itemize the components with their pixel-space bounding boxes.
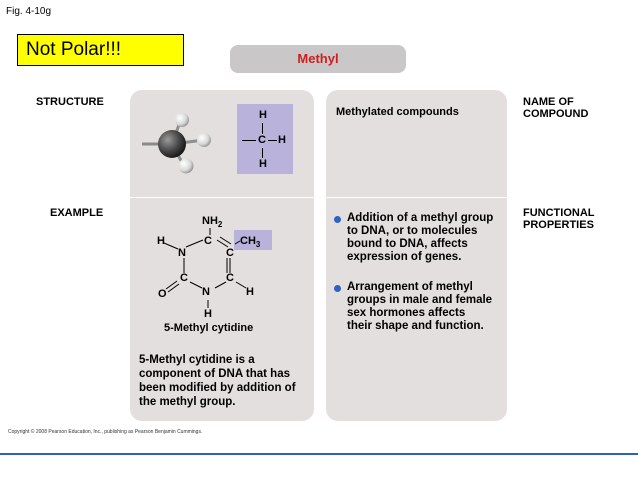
functional-properties-line1: FUNCTIONAL (523, 207, 595, 219)
example-label: EXAMPLE (50, 207, 104, 219)
property-line: sex hormones affects (347, 307, 466, 319)
atom-h-bottom: H (204, 308, 212, 320)
functional-properties-label: FUNCTIONAL PROPERTIES (523, 207, 595, 231)
methyl-structural-formula: H C H H (237, 104, 293, 174)
property-item-2: Arrangement of methyl groups in male and… (347, 281, 492, 333)
structure-label: STRUCTURE (36, 96, 104, 108)
formula-right-h: H (278, 134, 286, 146)
hydrogen-atom (178, 158, 194, 174)
name-of-compound-label: NAME OF COMPOUND (523, 96, 588, 120)
bond-line (262, 123, 263, 134)
property-line: their shape and function. (347, 320, 484, 332)
formula-bottom-h: H (259, 158, 267, 170)
bottom-rule (0, 453, 638, 455)
functional-group-header: Methyl (230, 45, 406, 73)
atom-h-right: H (246, 286, 254, 298)
formula-top-h: H (259, 109, 267, 121)
atom-n-bottom: N (202, 286, 210, 298)
atom-c-left: C (180, 272, 188, 284)
ch3-highlight (234, 230, 272, 250)
not-polar-note: Not Polar!!! (17, 34, 184, 66)
copyright-notice: Copyright © 2008 Pearson Education, Inc.… (8, 429, 203, 435)
property-line: Arrangement of methyl (347, 281, 473, 293)
property-item-1: Addition of a methyl group to DNA, or to… (347, 212, 493, 264)
property-line: bound to DNA, affects (347, 238, 468, 250)
bond-line (268, 140, 277, 141)
example-description-line: component of DNA that has (139, 368, 290, 380)
hydrogen-atom (175, 113, 189, 127)
bullet-icon (334, 216, 341, 223)
name-of-compound-line1: NAME OF (523, 96, 574, 108)
example-description-line: 5-Methyl cytidine is a (139, 354, 255, 366)
atom-c-right: C (226, 247, 234, 259)
methyl-cytidine-structure: NH2 CH3 H N C C C O N C H H (140, 210, 300, 328)
property-line: groups in male and female (347, 294, 493, 306)
amine-group: NH2 (202, 215, 223, 230)
functional-properties-line2: PROPERTIES (523, 219, 594, 231)
carbon-atom (158, 130, 186, 158)
name-of-compound-line2: COMPOUND (523, 108, 589, 120)
atom-oxygen: O (158, 288, 167, 300)
atom-c-bottom-right: C (226, 272, 234, 284)
example-description: 5-Methyl cytidine is a component of DNA … (139, 353, 296, 409)
bullet-icon (334, 285, 341, 292)
figure-label: Fig. 4-10g (6, 6, 52, 17)
property-line: expression of genes. (347, 251, 462, 263)
property-line: Addition of a methyl group (347, 212, 494, 224)
cytidine-bonds (163, 228, 247, 308)
example-molecule-name: 5-Methyl cytidine (164, 322, 254, 334)
name-properties-panel (326, 90, 507, 421)
formula-carbon: C (258, 134, 266, 146)
compound-name: Methylated compounds (336, 106, 459, 118)
hydrogen-atom (197, 133, 211, 147)
bond-line (262, 148, 263, 158)
left-panel-divider (130, 197, 314, 198)
example-description-line: the methyl group. (139, 396, 236, 408)
methyl-ball-stick-model (142, 113, 211, 174)
example-description-line: been modified by addition of (139, 382, 296, 394)
right-panel-divider (326, 197, 507, 198)
bond-line (242, 140, 256, 141)
property-line: to DNA, or to molecules (347, 225, 478, 237)
atom-h-left: H (157, 235, 165, 247)
methyl-group-label: CH3 (240, 235, 261, 250)
atom-c-top: C (204, 235, 212, 247)
atom-n1: N (178, 247, 186, 259)
